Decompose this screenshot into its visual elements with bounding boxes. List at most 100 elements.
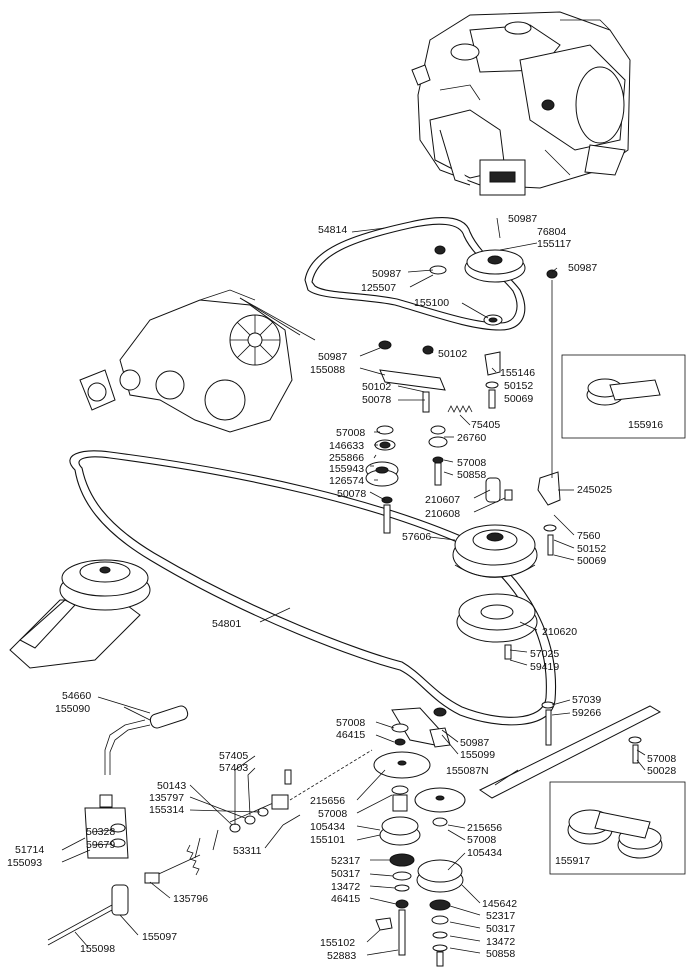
transmission-pulley bbox=[9, 559, 151, 669]
label-155943: 155943 bbox=[329, 463, 364, 475]
label-50102-b: 50102 bbox=[362, 381, 391, 393]
label-105434-a: 105434 bbox=[310, 821, 345, 833]
label-50317-b: 50317 bbox=[486, 923, 515, 935]
label-145642: 145642 bbox=[482, 898, 517, 910]
label-50987-b: 50987 bbox=[508, 213, 537, 225]
bracket-245025 bbox=[537, 471, 561, 506]
label-59419: 59419 bbox=[530, 661, 559, 673]
label-245025: 245025 bbox=[577, 484, 612, 496]
label-59679: 59679 bbox=[86, 839, 115, 851]
part-labels: 54814 50987 125507 155100 50987 76804 15… bbox=[7, 213, 676, 962]
label-155087N: 155087N bbox=[446, 765, 489, 777]
label-59266: 59266 bbox=[572, 707, 601, 719]
label-57039: 57039 bbox=[572, 694, 601, 706]
inset-box-155917 bbox=[549, 781, 686, 875]
label-215656-a: 215656 bbox=[310, 795, 345, 807]
label-52317-b: 52317 bbox=[486, 910, 515, 922]
label-50987-d: 50987 bbox=[318, 351, 347, 363]
label-155146: 155146 bbox=[500, 367, 535, 379]
inset-155916-drawing bbox=[586, 378, 661, 406]
label-54814: 54814 bbox=[318, 224, 347, 236]
label-126574: 126574 bbox=[329, 475, 364, 487]
label-155314: 155314 bbox=[149, 804, 184, 816]
label-52883: 52883 bbox=[327, 950, 356, 962]
label-51714: 51714 bbox=[15, 844, 44, 856]
label-155102: 155102 bbox=[320, 937, 355, 949]
label-13472-b: 13472 bbox=[486, 936, 515, 948]
label-155097: 155097 bbox=[142, 931, 177, 943]
label-57403: 57403 bbox=[219, 762, 248, 774]
label-7560: 7560 bbox=[577, 530, 601, 542]
label-155099: 155099 bbox=[460, 749, 495, 761]
label-210608: 210608 bbox=[425, 508, 460, 520]
label-215656-b: 215656 bbox=[467, 822, 502, 834]
label-50317-a: 50317 bbox=[331, 868, 360, 880]
lever-assembly bbox=[47, 705, 301, 946]
inset-label-155917: 155917 bbox=[555, 855, 590, 867]
engine-pulley bbox=[464, 249, 526, 283]
label-50143: 50143 bbox=[157, 780, 186, 792]
label-135796: 135796 bbox=[173, 893, 208, 905]
label-50858-b: 50858 bbox=[486, 948, 515, 960]
label-50858-a: 50858 bbox=[457, 469, 486, 481]
label-75405: 75405 bbox=[471, 419, 500, 431]
label-46415-a: 46415 bbox=[336, 729, 365, 741]
label-50069-a: 50069 bbox=[504, 393, 533, 405]
label-50028: 50028 bbox=[647, 765, 676, 777]
label-50078-b: 50078 bbox=[337, 488, 366, 500]
label-57405: 57405 bbox=[219, 750, 248, 762]
spring-75405 bbox=[447, 405, 473, 413]
label-57606: 57606 bbox=[402, 531, 431, 543]
upper-belt-54814 bbox=[304, 217, 526, 331]
label-52317-a: 52317 bbox=[331, 855, 360, 867]
label-146633: 146633 bbox=[329, 440, 364, 452]
engine-illustration bbox=[411, 11, 631, 196]
idler-hardware-center bbox=[428, 351, 513, 503]
label-105434-b: 105434 bbox=[467, 847, 502, 859]
label-57008-b: 57008 bbox=[457, 457, 486, 469]
label-155100: 155100 bbox=[414, 297, 449, 309]
label-125507: 125507 bbox=[361, 282, 396, 294]
label-57008-d: 57008 bbox=[647, 753, 676, 765]
leader-lines bbox=[61, 217, 646, 956]
label-53311: 53311 bbox=[233, 845, 262, 857]
label-57025: 57025 bbox=[530, 648, 559, 660]
label-50987-c: 50987 bbox=[568, 262, 597, 274]
label-155090: 155090 bbox=[55, 703, 90, 715]
label-57008-c: 57008 bbox=[336, 717, 365, 729]
label-210607: 210607 bbox=[425, 494, 460, 506]
label-50102-a: 50102 bbox=[438, 348, 467, 360]
label-155093: 155093 bbox=[7, 857, 42, 869]
pto-pulley bbox=[456, 593, 538, 643]
label-57008-f: 57008 bbox=[467, 834, 496, 846]
label-255866: 255866 bbox=[329, 452, 364, 464]
lower-belt-54801 bbox=[69, 450, 557, 726]
label-54660: 54660 bbox=[62, 690, 91, 702]
label-57008-e: 57008 bbox=[318, 808, 347, 820]
label-155088: 155088 bbox=[310, 364, 345, 376]
label-50152-a: 50152 bbox=[504, 380, 533, 392]
label-50987-e: 50987 bbox=[460, 737, 489, 749]
transaxle-illustration bbox=[79, 289, 301, 433]
label-135797: 135797 bbox=[149, 792, 184, 804]
inset-label-155916: 155916 bbox=[628, 419, 663, 431]
label-50328: 50328 bbox=[86, 826, 115, 838]
pto-clutch bbox=[452, 524, 538, 578]
label-57008-a: 57008 bbox=[336, 427, 365, 439]
label-46415-b: 46415 bbox=[331, 893, 360, 905]
label-155098: 155098 bbox=[80, 943, 115, 955]
label-155117: 155117 bbox=[537, 238, 571, 250]
label-76804: 76804 bbox=[537, 226, 566, 238]
label-50069-b: 50069 bbox=[577, 555, 606, 567]
label-13472-a: 13472 bbox=[331, 881, 360, 893]
label-54801: 54801 bbox=[212, 618, 241, 630]
label-26760: 26760 bbox=[457, 432, 486, 444]
label-50078-a: 50078 bbox=[362, 394, 391, 406]
inset-box-155916 bbox=[561, 354, 686, 439]
label-210620: 210620 bbox=[542, 626, 577, 638]
label-155101: 155101 bbox=[310, 834, 345, 846]
label-50987-a: 50987 bbox=[372, 268, 401, 280]
idler-pulleys-bottom bbox=[373, 707, 466, 967]
